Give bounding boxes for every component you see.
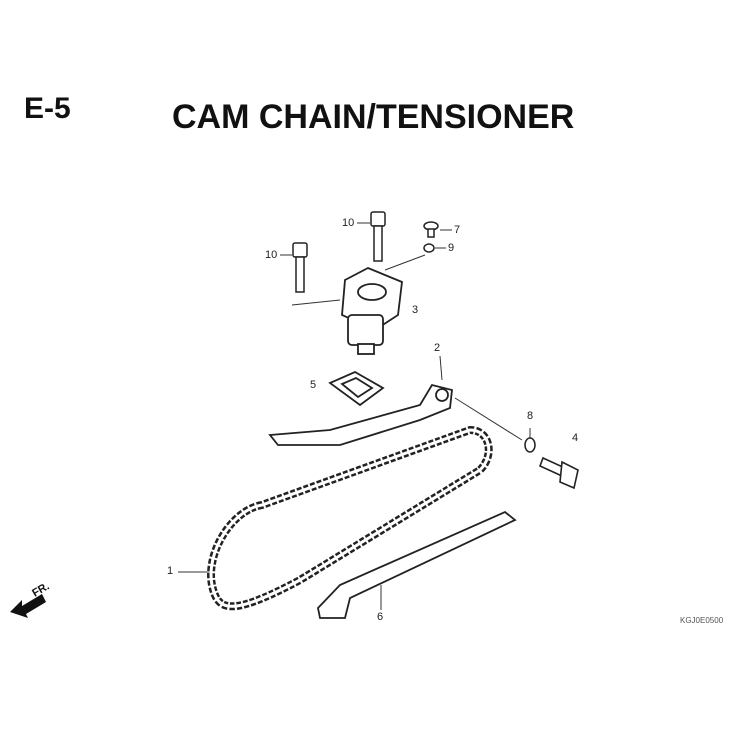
leader-line — [439, 355, 443, 381]
reference-code: KGJ0E0500 — [680, 616, 724, 625]
callout-3: 3 — [412, 304, 419, 316]
section-code: E-5 — [24, 92, 71, 125]
washer-9 — [423, 243, 435, 253]
leader-line — [384, 254, 426, 271]
screw-7 — [423, 221, 439, 238]
front-arrow-icon — [10, 594, 46, 618]
gasket-5 — [328, 370, 385, 407]
callout-2: 2 — [434, 342, 441, 354]
callout-9: 9 — [448, 242, 455, 254]
washer-8 — [524, 437, 536, 453]
callout-10b: 10 — [342, 217, 355, 229]
callout-6: 6 — [377, 611, 384, 623]
callout-1: 1 — [167, 565, 174, 577]
callout-7: 7 — [454, 224, 461, 236]
bolt-10-left — [292, 242, 308, 293]
leader-line — [454, 397, 523, 441]
bolt-10-right — [370, 211, 386, 262]
pivot-bolt-4 — [538, 456, 579, 490]
chain-guide-6 — [317, 510, 517, 619]
callout-5: 5 — [310, 379, 317, 391]
cam-chain-1 — [207, 425, 493, 611]
callout-4: 4 — [572, 432, 579, 444]
tensioner-3 — [341, 267, 403, 355]
tensioner-arm-2 — [268, 383, 453, 446]
callout-10a: 10 — [265, 249, 278, 261]
leader-line — [291, 299, 341, 306]
callout-8: 8 — [527, 410, 534, 422]
page-title: CAM CHAIN/TENSIONER — [172, 98, 575, 136]
